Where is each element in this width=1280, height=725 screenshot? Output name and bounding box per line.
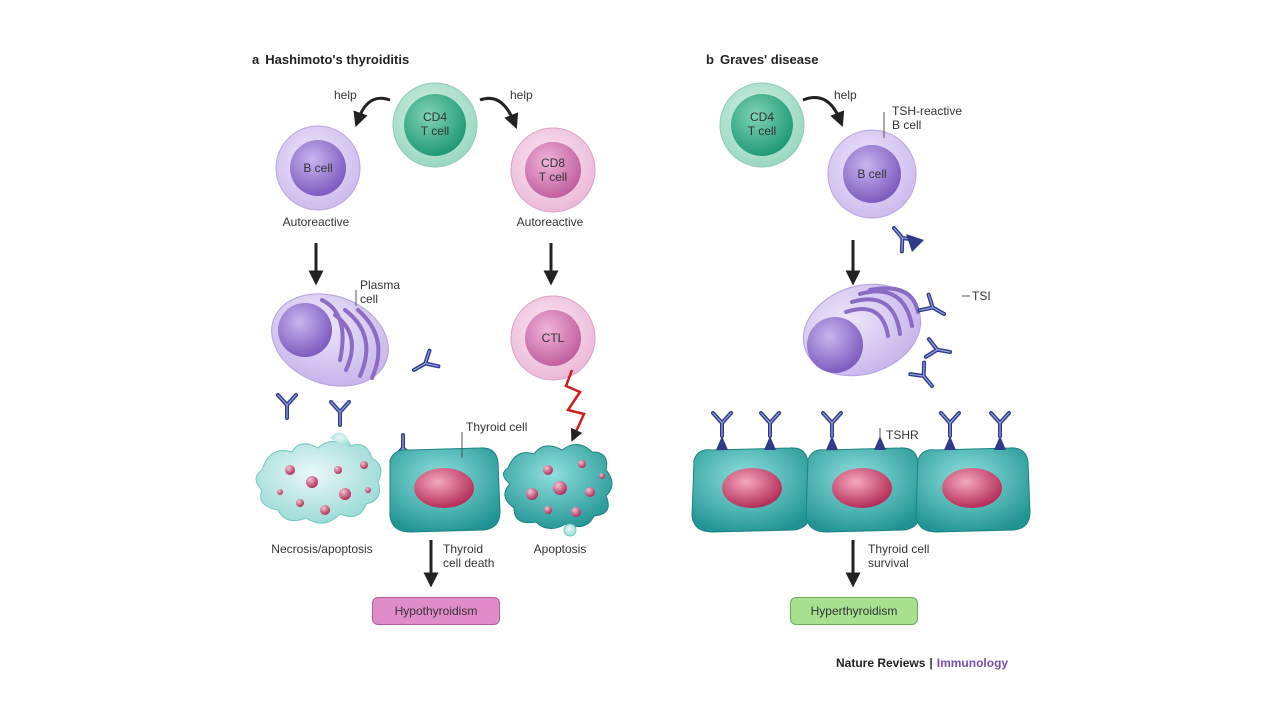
antibody-icon (329, 400, 351, 427)
plasma-cell-b (802, 283, 922, 377)
tshr-label: TSHR (886, 428, 919, 442)
tsh-reactive-b-cell (827, 129, 917, 219)
tsi-antibody-icon (923, 337, 954, 363)
thyroid-cell-death-label: Thyroid cell death (443, 542, 495, 570)
necrotic-cell (255, 432, 382, 524)
thyroid-cell-b2 (805, 447, 921, 533)
tshr-receptor-icon (989, 411, 1011, 450)
hypothyroidism-badge: Hypothyroidism (372, 597, 500, 625)
cd4-t-cell-a (392, 82, 478, 168)
panel-b-letter: b (706, 52, 714, 67)
ctl-cell (510, 295, 596, 381)
thyroid-cell-b1 (691, 447, 811, 533)
apoptosis-label: Apoptosis (533, 542, 587, 556)
journal-name: Immunology (936, 656, 1009, 670)
publisher-name: Nature Reviews (836, 656, 926, 670)
help-arrow-right (479, 96, 519, 129)
cd8-t-cell (510, 127, 596, 213)
thyroid-cell-label: Thyroid cell (466, 420, 528, 434)
b-cell-label-b: B cell (857, 167, 887, 181)
tshr-receptor-icon (874, 436, 886, 450)
help-arrow-b (802, 96, 845, 127)
plasma-cell-label-a: Plasma cell (360, 278, 401, 306)
b-cell-receptor-icon (885, 220, 924, 254)
help-label-left: help (334, 88, 357, 102)
tsi-label: TSI (972, 289, 991, 303)
b-cell-a (275, 125, 361, 211)
cd8-label: CD8 T cell (538, 156, 568, 184)
antibody-icon (276, 393, 298, 420)
thyroid-cell-b3 (915, 447, 1031, 533)
apoptotic-cell (503, 444, 613, 537)
help-label-right: help (510, 88, 533, 102)
cd4-label-a: CD4 T cell (420, 110, 450, 138)
cd4-t-cell-b (719, 82, 805, 168)
lightning-bolt (564, 369, 586, 442)
credit-separator: | (929, 656, 933, 670)
antibody-icon (407, 348, 441, 380)
publisher-credit: Nature Reviews|Immunology (836, 656, 1008, 670)
thyroid-cell-survival-label: Thyroid cell survival (868, 542, 930, 570)
panel-a-letter: a (252, 52, 260, 67)
hyperthyroidism-badge: Hyperthyroidism (790, 597, 918, 625)
tshr-receptor-icon (759, 411, 781, 450)
ctl-label: CTL (541, 331, 565, 345)
tshr-receptor-icon (821, 411, 843, 450)
necrosis-label: Necrosis/apoptosis (271, 542, 373, 556)
help-arrow-left (353, 96, 391, 128)
plasma-cell-a (271, 293, 389, 387)
help-label-b: help (834, 88, 857, 102)
autoreactive-label-right: Autoreactive (516, 215, 584, 229)
tsh-reactive-label: TSH-reactive B cell (892, 104, 963, 132)
tsi-antibody-icon (917, 292, 951, 324)
tshr-receptor-icon (939, 411, 961, 450)
b-cell-label-a: B cell (303, 161, 333, 175)
thyroid-cell-a (389, 447, 501, 533)
tshr-receptor-icon (711, 411, 733, 450)
tsi-antibody-icon (908, 360, 941, 394)
autoreactive-label-left: Autoreactive (282, 215, 350, 229)
cd4-label-b: CD4 T cell (747, 110, 777, 138)
